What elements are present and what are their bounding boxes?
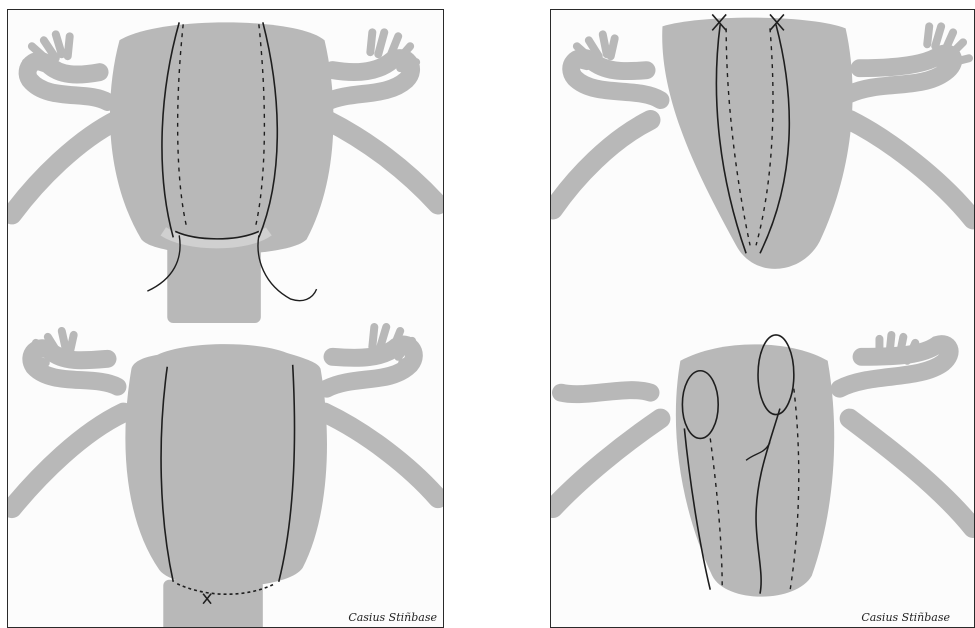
artist-signature-left: Casius Stiñbase xyxy=(348,611,437,624)
fimbria-left xyxy=(26,34,70,68)
round-ligament-right-4 xyxy=(850,419,973,528)
right-illustration-svg xyxy=(551,10,974,627)
artist-signature-right: Casius Stiñbase xyxy=(861,611,950,624)
round-ligament-right xyxy=(327,120,438,205)
cervix-top-left xyxy=(167,241,261,323)
round-ligament-left xyxy=(12,120,118,215)
uterine-body-top-left xyxy=(110,22,333,254)
fallopian-tube-right-4 xyxy=(840,344,950,389)
cervix-bottom-left xyxy=(163,580,263,627)
round-ligament-left-4 xyxy=(553,419,660,509)
uterus-bottom-right xyxy=(553,335,973,597)
uterine-body-bottom-right xyxy=(676,344,834,596)
uterus-bottom-left xyxy=(12,327,438,627)
uterus-top-right xyxy=(553,14,973,268)
round-ligament-left-2 xyxy=(12,413,123,509)
uterine-body-top-right xyxy=(662,18,852,269)
left-illustration-svg xyxy=(8,10,443,627)
uterus-top-left xyxy=(12,22,438,323)
uterine-body-bottom-left xyxy=(125,344,327,587)
round-ligament-right-2 xyxy=(325,413,438,499)
right-illustration-panel: Casius Stiñbase xyxy=(550,9,975,628)
round-ligament-right-3 xyxy=(850,120,973,220)
round-ligament-left-3 xyxy=(553,120,651,210)
left-illustration-panel: Casius Stiñbase xyxy=(7,9,444,628)
fallopian-tube-right-3 xyxy=(850,53,954,94)
fallopian-tube-left-4 xyxy=(561,390,651,394)
